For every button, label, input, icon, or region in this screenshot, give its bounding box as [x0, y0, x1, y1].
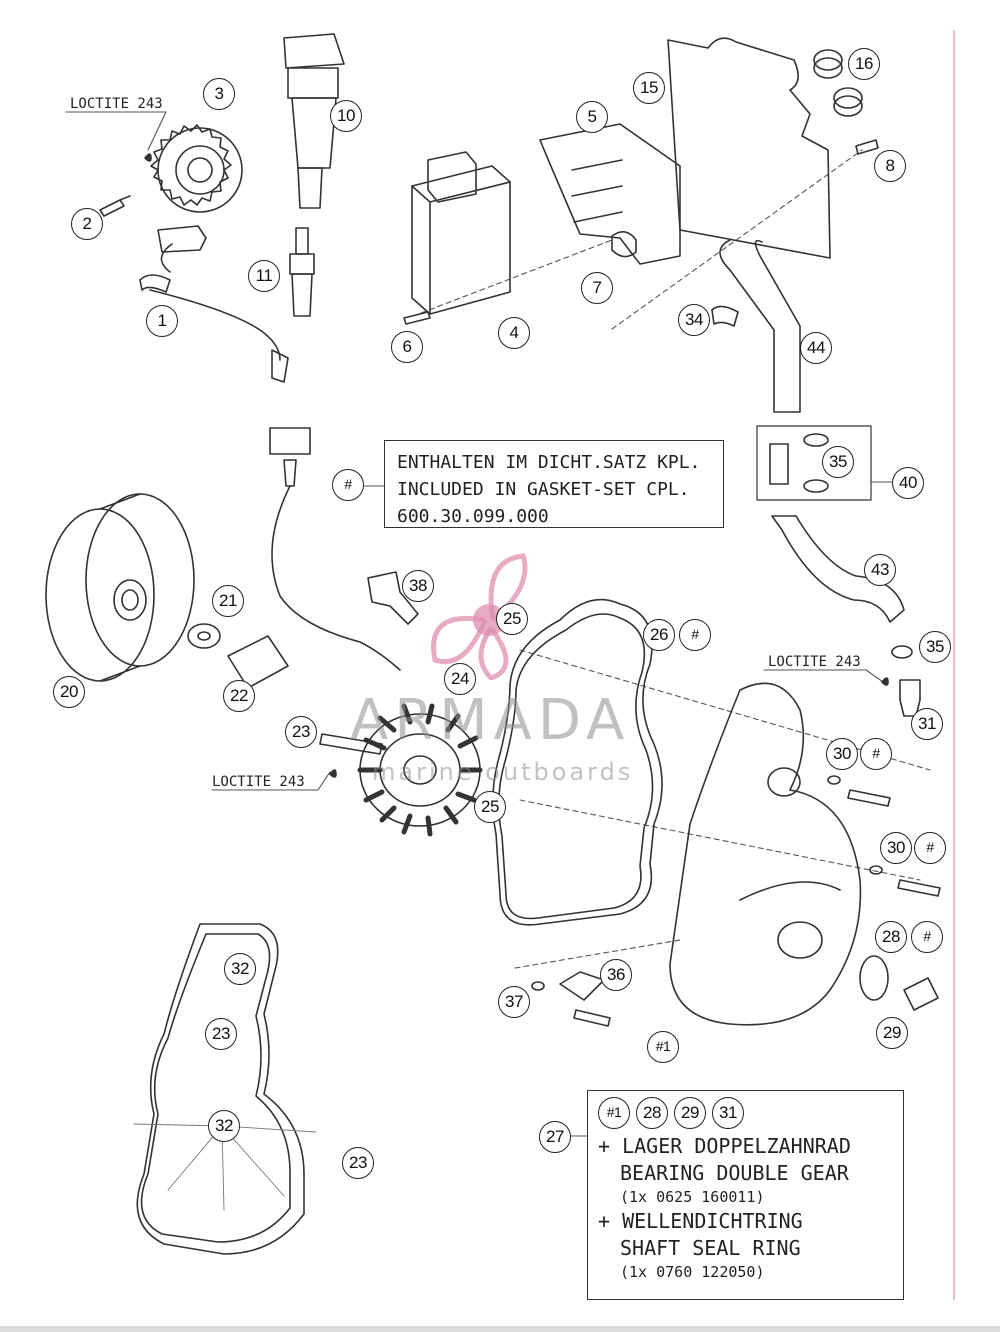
loctite-label-3: LOCTITE 243 [212, 774, 305, 790]
callout-29: 29 [876, 1017, 908, 1049]
callout-7: 7 [581, 272, 613, 304]
bearing-note-callout-hash1: #1 [598, 1097, 630, 1129]
cdi-unit-drawing [411, 151, 511, 315]
bearing-note-callout-29: 29 [674, 1097, 706, 1129]
seal-note-line-en: SHAFT SEAL RING [620, 1236, 801, 1260]
right-margin-rule [953, 30, 955, 1300]
callout-32a: 32 [224, 953, 256, 985]
callout-44: 44 [800, 332, 832, 364]
callout-43: 43 [864, 554, 896, 586]
callout-23a: 23 [285, 716, 317, 748]
gasket-note-line-de: ENTHALTEN IM DICHT.SATZ KPL. [397, 452, 701, 473]
bearing-note-callout-28: 28 [636, 1097, 668, 1129]
callout-28: 28 [875, 921, 907, 953]
callout-23b: 23 [205, 1018, 237, 1050]
watermark-tagline: marine outboards [372, 758, 634, 786]
callout-26-hash: # [679, 619, 711, 651]
ignition-cover-drawing [669, 682, 862, 1026]
callout-30b-hash: # [914, 832, 946, 864]
loctite-label-2: LOCTITE 243 [768, 654, 861, 670]
callout-37: 37 [498, 986, 530, 1018]
loctite-label-1: LOCTITE 243 [70, 96, 163, 112]
callout-32b: 32 [208, 1110, 240, 1142]
callout-26: 26 [643, 619, 675, 651]
gasket-set-note: ENTHALTEN IM DICHT.SATZ KPL. INCLUDED IN… [384, 440, 724, 528]
trigger-wheel-drawing [150, 124, 243, 213]
callout-27: 27 [539, 1121, 571, 1153]
gasket-note-part-number: 600.30.099.000 [397, 506, 549, 527]
callout-23c: 23 [342, 1147, 374, 1179]
bearing-seal-note: #1 28 29 31 + LAGER DOPPELZAHNRAD BEARIN… [587, 1090, 904, 1300]
stator-drawing [357, 703, 483, 837]
callout-34: 34 [678, 304, 710, 336]
bearing-note-callouts: #1 28 29 31 [598, 1097, 893, 1129]
callout-5: 5 [576, 101, 608, 133]
callout-35a: 35 [822, 446, 854, 478]
seal-note-qty: (1x 0760 122050) [620, 1263, 765, 1281]
callout-30a: 30 [826, 738, 858, 770]
callout-25a: 25 [496, 603, 528, 635]
callout-40: 40 [892, 467, 924, 499]
callout-hash1: #1 [647, 1031, 679, 1063]
bearing-note-qty: (1x 0625 160011) [620, 1188, 765, 1206]
callout-15: 15 [633, 72, 665, 104]
callout-hash-note: # [332, 469, 364, 501]
callout-38: 38 [402, 570, 434, 602]
callout-3: 3 [203, 78, 235, 110]
callout-16: 16 [848, 48, 880, 80]
bottom-border [0, 1326, 1000, 1332]
gasket-note-line-en: INCLUDED IN GASKET-SET CPL. [397, 479, 690, 500]
bearing-note-callout-31: 31 [712, 1097, 744, 1129]
callout-2: 2 [71, 208, 103, 240]
callout-1: 1 [146, 305, 178, 337]
callout-20: 20 [53, 676, 85, 708]
spark-plug-drawing [289, 227, 315, 317]
callout-24: 24 [444, 663, 476, 695]
callout-28-hash: # [911, 921, 943, 953]
callout-30a-hash: # [860, 738, 892, 770]
callout-11: 11 [248, 260, 280, 292]
callout-35b: 35 [919, 631, 951, 663]
callout-31: 31 [911, 708, 943, 740]
callout-6: 6 [391, 331, 423, 363]
callout-4: 4 [498, 317, 530, 349]
callout-36: 36 [600, 959, 632, 991]
ignition-coil-drawing [283, 33, 345, 209]
callout-22: 22 [223, 680, 255, 712]
callout-8: 8 [874, 150, 906, 182]
bearing-note-line-en: BEARING DOUBLE GEAR [620, 1161, 849, 1185]
bearing-note-line-de: + LAGER DOPPELZAHNRAD [598, 1134, 851, 1158]
seal-note-line-de: + WELLENDICHTRING [598, 1209, 803, 1233]
flywheel-drawing [45, 493, 195, 682]
watermark-brand: ARMADA [350, 688, 631, 753]
callout-21: 21 [212, 585, 244, 617]
callout-25b: 25 [474, 791, 506, 823]
callout-10: 10 [330, 100, 362, 132]
callout-30b: 30 [880, 832, 912, 864]
